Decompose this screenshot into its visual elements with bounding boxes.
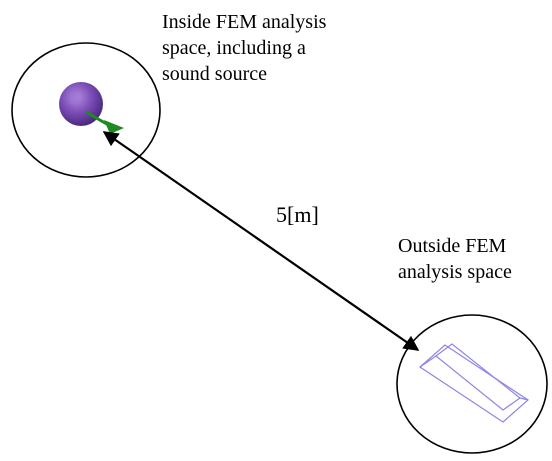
green-arrow-icon [85,110,124,134]
outside-space-circle [396,314,548,454]
inside-space-label: Inside FEM analysis space, including a s… [162,9,326,87]
inside-space-circle [11,42,161,178]
distance-arrow [102,131,420,351]
outside-space-label: Outside FEM analysis space [398,233,512,285]
outside-label-line-2: analysis space [398,261,512,283]
outside-label-line-1: Outside FEM [398,235,507,257]
inside-label-line-2: space, including a [162,37,306,59]
distance-label: 5[m] [276,202,319,227]
inside-label-line-1: Inside FEM analysis [162,11,327,33]
rectangular-plate-icon [419,343,529,423]
inside-label-line-3: sound source [162,63,267,85]
